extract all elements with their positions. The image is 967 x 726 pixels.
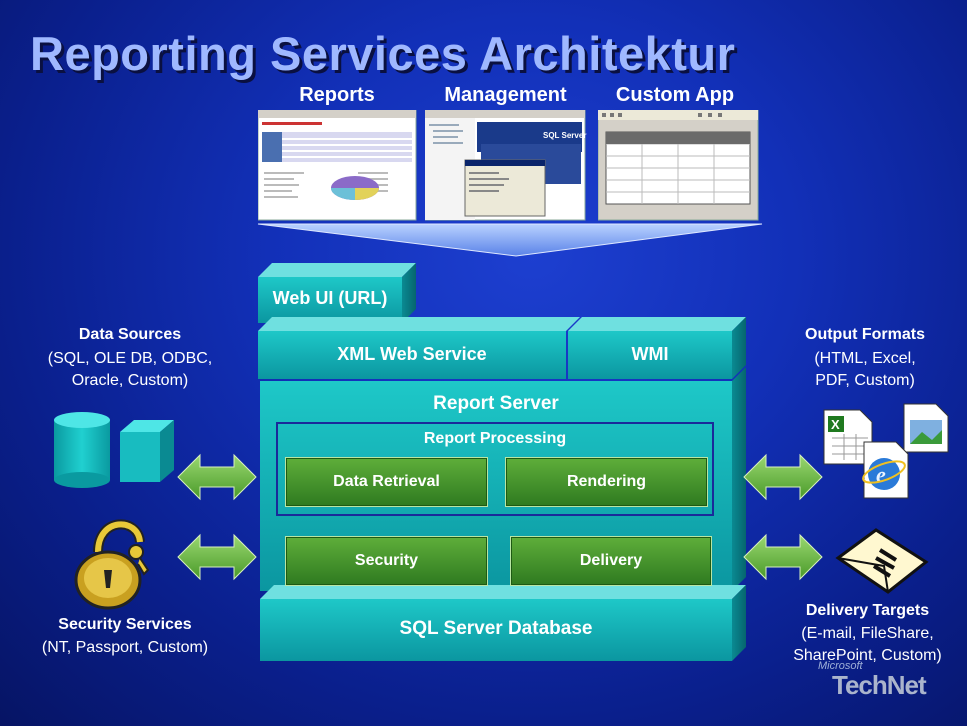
delivery-targets-heading: Delivery Targets <box>805 602 930 619</box>
delivery-targets-line1: (E-mail, FileShare, <box>801 625 934 642</box>
database-icon <box>54 412 110 488</box>
envelope-icon <box>835 528 929 594</box>
sql-server-database-label: SQL Server Database <box>399 618 593 639</box>
svg-text:X: X <box>831 417 840 432</box>
arrow-delivery-targets <box>743 533 823 581</box>
security-services-heading: Security Services <box>58 616 192 633</box>
security-services-line1: (NT, Passport, Custom) <box>41 639 209 656</box>
data-sources-line1: (SQL, OLE DB, ODBC, <box>47 350 213 367</box>
report-processing-frame <box>276 422 714 516</box>
reports-screenshot <box>258 110 417 221</box>
data-sources-line2: Oracle, Custom) <box>71 372 189 389</box>
output-format-icons: X e <box>823 403 949 499</box>
funnel-arrow <box>257 223 763 257</box>
arrow-data-sources <box>177 453 257 501</box>
delivery-targets-line2: SharePoint, Custom) <box>793 647 942 664</box>
cube-icon <box>120 420 174 482</box>
output-formats-line2: PDF, Custom) <box>815 372 915 389</box>
image-file-icon <box>903 403 949 453</box>
data-retrieval-box: Data Retrieval <box>285 457 488 507</box>
page-title: Reporting Services Architektur <box>30 27 736 80</box>
web-ui-label: Web UI (URL) <box>272 288 388 308</box>
client-label-management: Management <box>444 84 567 106</box>
html-file-icon: e <box>862 441 909 499</box>
report-processing-label: Report Processing <box>423 430 567 447</box>
custom-app-screenshot <box>598 110 759 221</box>
xml-web-service-label: XML Web Service <box>337 344 487 364</box>
output-formats-line1: (HTML, Excel, <box>814 350 916 367</box>
svg-text:e: e <box>876 462 886 487</box>
output-formats-heading: Output Formats <box>805 326 925 343</box>
rendering-box: Rendering <box>505 457 708 507</box>
arrow-output-formats <box>743 453 823 501</box>
data-sources-heading: Data Sources <box>78 326 182 343</box>
management-screenshot: SQL Server <box>425 110 586 221</box>
client-label-reports: Reports <box>299 84 375 106</box>
client-label-custom-app: Custom App <box>615 84 735 106</box>
logo-small-text: Microsoft <box>818 660 863 672</box>
wmi-label: WMI <box>631 344 669 364</box>
padlock-icon <box>74 519 150 610</box>
logo-main-text: TechNet <box>832 670 927 700</box>
security-box: Security <box>285 536 488 586</box>
arrow-security-services <box>177 533 257 581</box>
delivery-box: Delivery <box>510 536 712 586</box>
technet-logo: Microsoft TechNet <box>812 660 962 710</box>
sql-server-badge: SQL Server <box>543 131 586 140</box>
report-server-label: Report Server <box>433 393 559 414</box>
